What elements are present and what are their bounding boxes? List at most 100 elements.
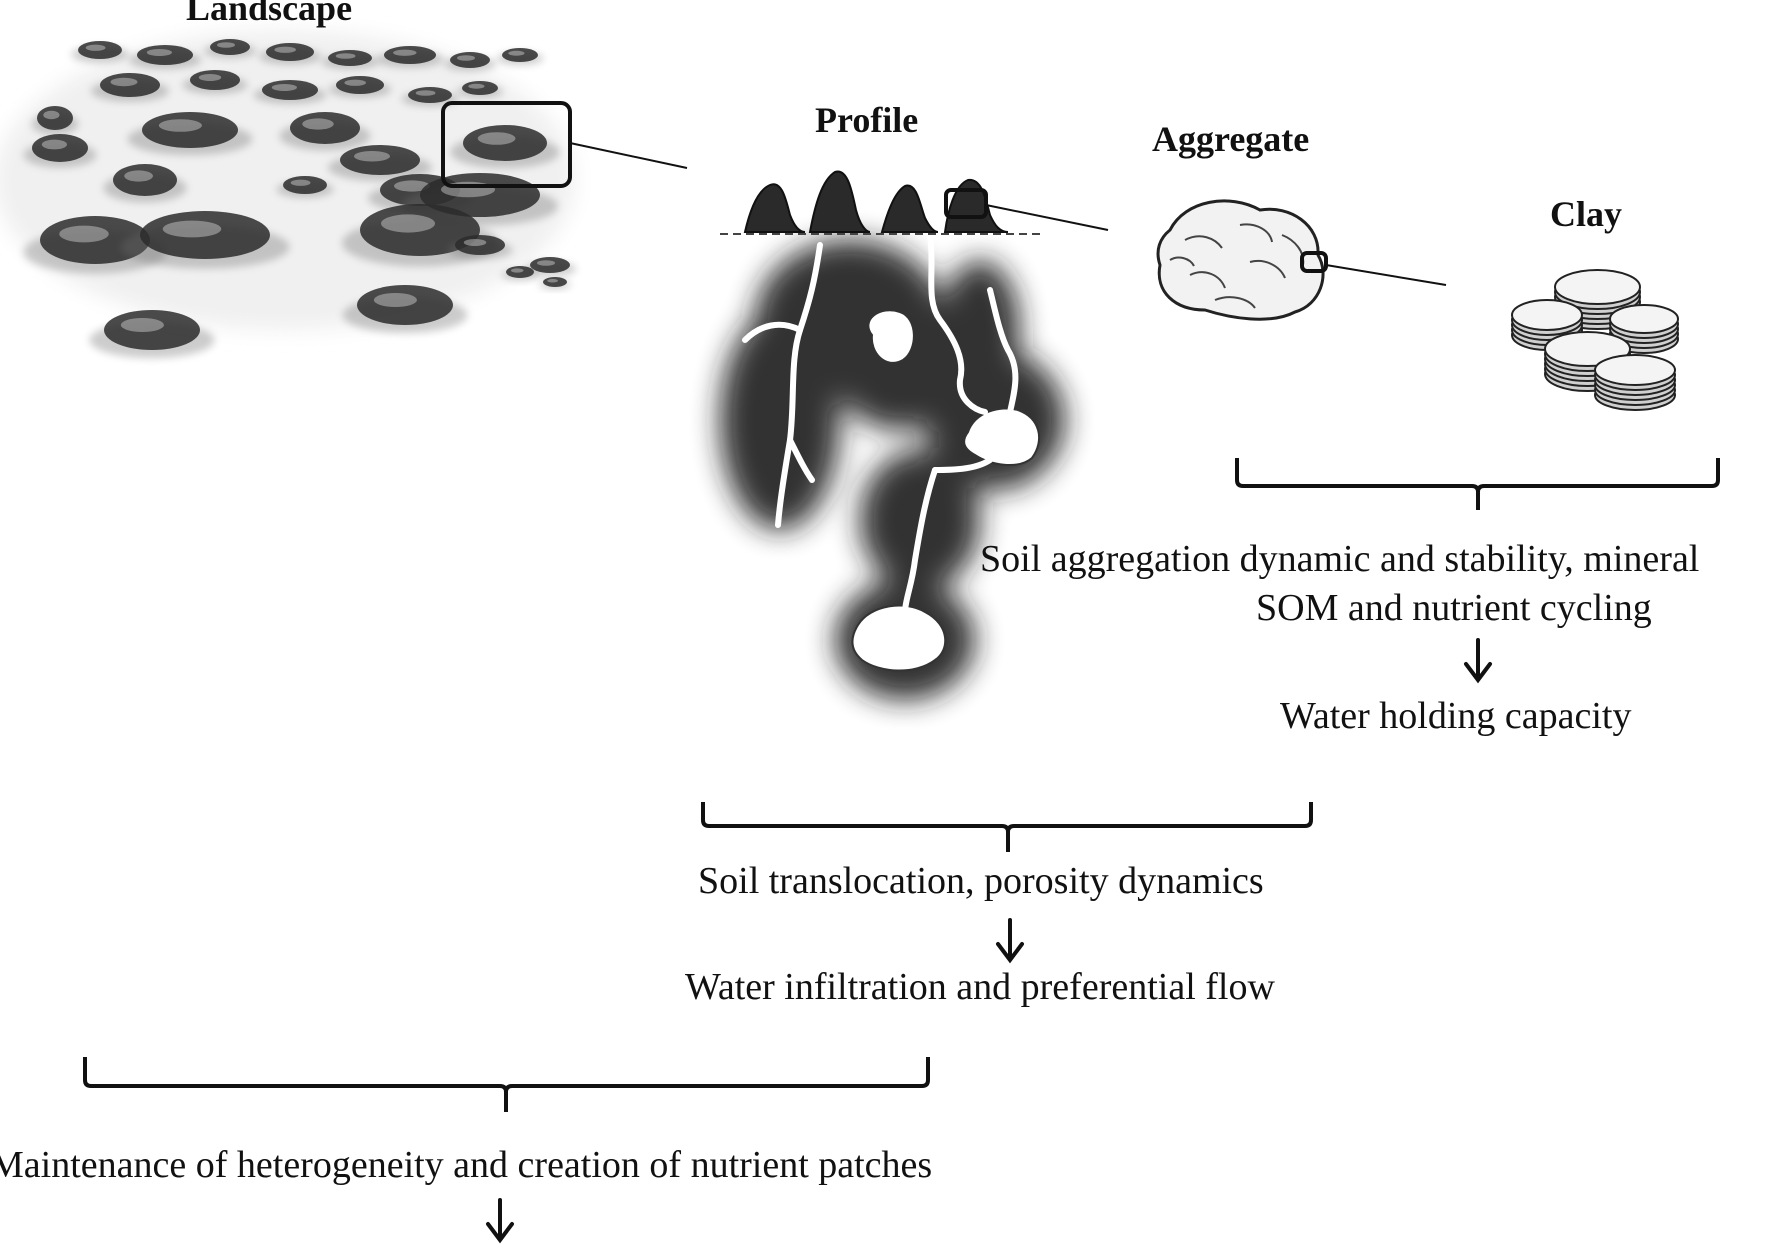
shrub-highlight <box>146 49 172 56</box>
aggregate-clay-outcome: Water holding capacity <box>1280 695 1632 737</box>
aggregate-illustration <box>1156 199 1325 321</box>
soil-mound <box>880 184 939 233</box>
shrub-highlight <box>335 53 356 59</box>
clay-platelet <box>1609 304 1679 334</box>
profile-zoom-box <box>944 188 988 219</box>
shrub <box>262 80 318 100</box>
shrub-highlight <box>198 74 222 81</box>
burrow-chamber-middle <box>963 407 1041 466</box>
shrub-highlight <box>41 139 67 150</box>
shrub-highlight <box>217 42 235 48</box>
shrub <box>384 46 436 64</box>
profile-brace <box>701 802 1313 852</box>
shrub <box>360 204 480 256</box>
aggregate-to-clay-connector <box>1325 264 1447 286</box>
scale-label-aggregate: Aggregate <box>1152 119 1310 159</box>
landscape-zoom-box <box>441 101 572 188</box>
shrub-highlight <box>124 170 153 182</box>
shrub <box>357 285 453 325</box>
shrub-highlight <box>354 151 390 162</box>
profile-process: Soil translocation, porosity dynamics <box>698 860 1264 902</box>
shrub <box>455 235 505 255</box>
clay-platelet <box>1594 354 1676 386</box>
shrub-highlight <box>85 44 106 51</box>
shrub <box>328 50 372 66</box>
arrow-down-icon <box>486 1198 514 1244</box>
shrub <box>190 70 240 90</box>
shrub <box>502 48 538 62</box>
shrub-highlight <box>393 49 417 56</box>
shrub <box>32 134 88 162</box>
scale-label-landscape: Landscape <box>186 0 353 28</box>
shrub-highlight <box>457 55 475 61</box>
shrub <box>506 266 534 278</box>
shrub-highlight <box>158 119 202 132</box>
shrub <box>40 216 150 264</box>
shrub-highlight <box>373 293 417 307</box>
shrub <box>450 52 490 68</box>
shrub-highlight <box>508 50 525 56</box>
shrub <box>37 106 73 130</box>
aggregate-clay-brace <box>1235 458 1720 510</box>
shrub <box>140 211 270 259</box>
burrow-chamber-upper <box>867 309 915 364</box>
shrub-highlight <box>271 84 297 91</box>
shrub-highlight <box>274 46 297 53</box>
shrub-highlight <box>59 225 109 243</box>
shrub-highlight <box>381 214 435 233</box>
clay-platelet <box>1544 331 1631 367</box>
shrub-highlight <box>110 77 138 87</box>
soil-mound <box>943 178 1009 233</box>
shrub-highlight <box>394 180 430 192</box>
shrub <box>142 112 238 148</box>
shrub <box>462 81 498 95</box>
landscape-to-profile-connector <box>569 142 688 169</box>
landscape-brace <box>83 1057 930 1112</box>
shrub <box>266 43 314 61</box>
shrub <box>78 41 122 59</box>
shrub-highlight <box>463 239 487 246</box>
shrub-highlight <box>43 110 60 120</box>
shrub-highlight <box>468 83 485 89</box>
clay-platelet <box>1511 299 1583 331</box>
aggregate-clay-process-line1: Soil aggregation dynamic and stability, … <box>980 538 1700 580</box>
shrub-highlight <box>537 260 555 266</box>
clay-platelet <box>1554 269 1641 305</box>
shrub <box>336 76 384 94</box>
shrub <box>530 257 570 273</box>
landscape-process: Maintenance of heterogeneity and creatio… <box>0 1144 933 1186</box>
scale-label-clay: Clay <box>1550 194 1622 234</box>
shrub <box>340 145 420 175</box>
shrub-highlight <box>344 79 367 86</box>
arrow-down-icon <box>1464 638 1492 684</box>
clay-illustration <box>1511 269 1679 411</box>
shrub <box>113 164 177 196</box>
shrub-highlight <box>302 118 334 130</box>
profile-outcome: Water infiltration and preferential flow <box>685 966 1275 1008</box>
landscape-illustration <box>0 30 576 358</box>
shrub <box>290 112 360 144</box>
shrub-highlight <box>547 279 558 283</box>
burrow-chamber-bottom <box>851 604 947 672</box>
shrub-highlight <box>477 132 516 145</box>
arrow-down-icon <box>996 918 1024 964</box>
shrub-highlight <box>415 90 436 96</box>
soil-mound <box>743 183 806 233</box>
shrub-highlight <box>162 220 222 238</box>
soil-mound <box>808 170 871 233</box>
shrub-highlight <box>510 268 524 273</box>
profile-illustration <box>720 170 1065 700</box>
shrub <box>408 87 452 103</box>
shrub <box>137 45 193 65</box>
shrub-highlight <box>290 179 311 186</box>
aggregate-zoom-box <box>1300 251 1328 273</box>
scale-label-profile: Profile <box>815 100 919 140</box>
shrub <box>463 125 547 161</box>
shrub <box>210 39 250 55</box>
aggregate-clay-process-line2: SOM and nutrient cycling <box>1256 587 1652 629</box>
shrub-highlight <box>120 318 164 332</box>
shrub <box>104 310 200 350</box>
profile-to-aggregate-connector <box>985 204 1109 231</box>
shrub <box>543 277 567 287</box>
